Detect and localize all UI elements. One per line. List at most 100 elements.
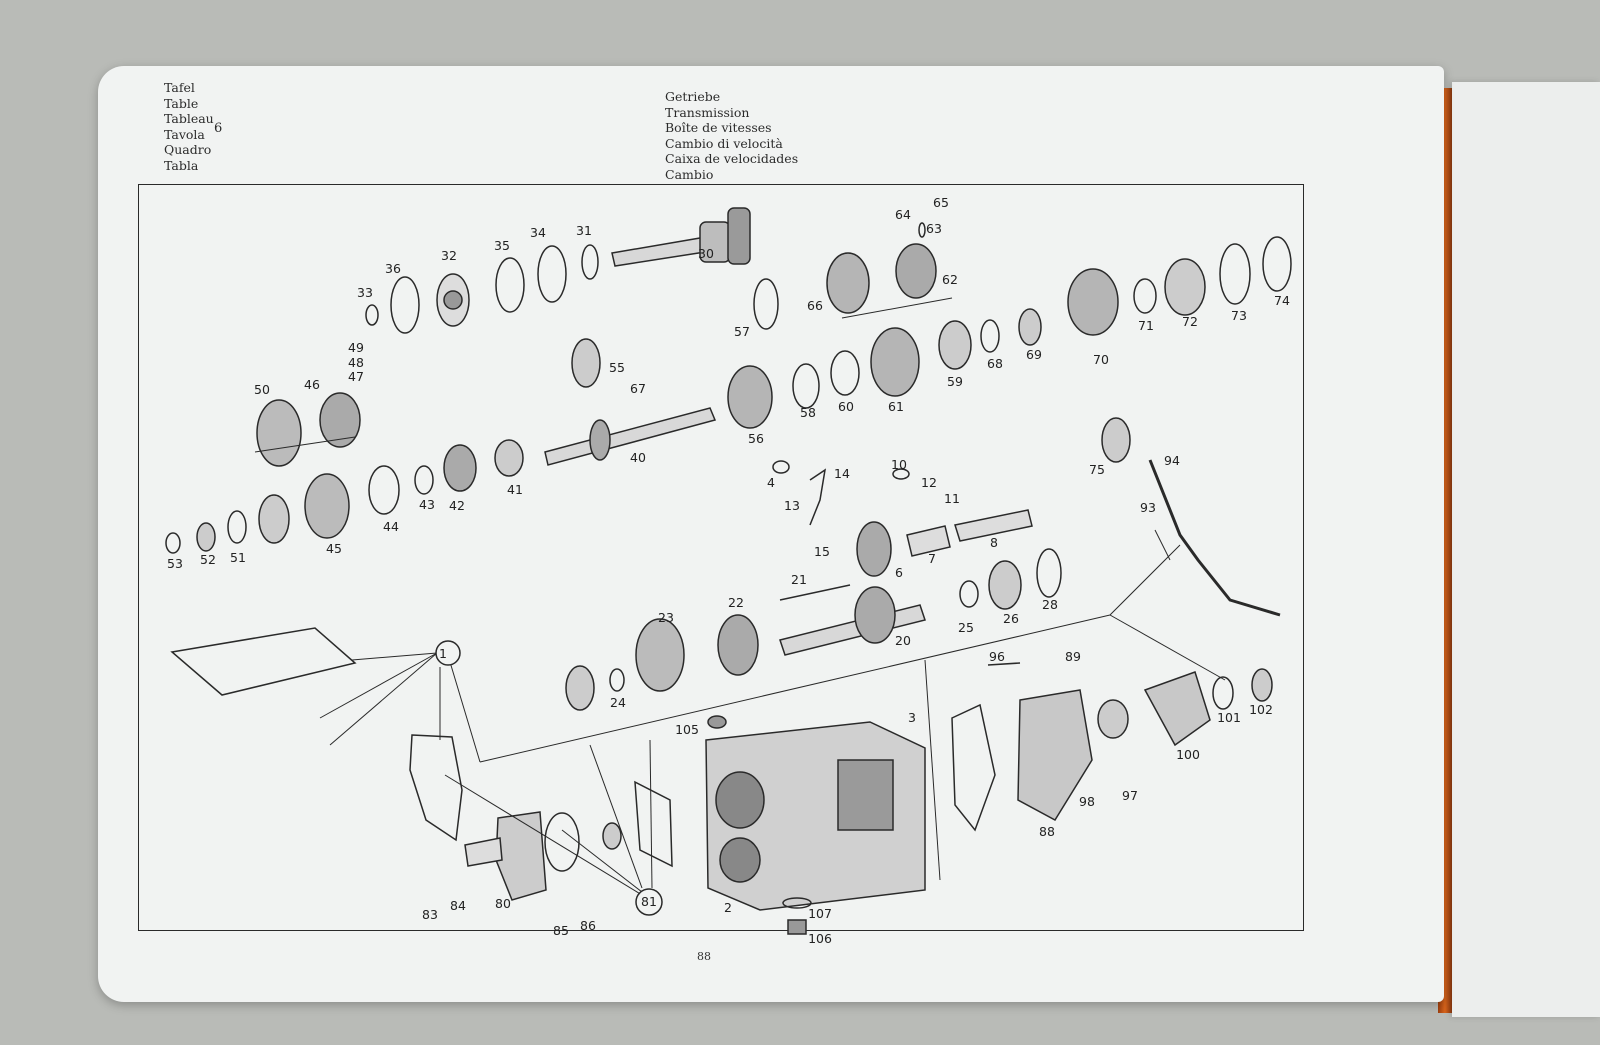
part-number-label: 35 [494, 238, 510, 253]
page-heading: Getriebe Transmission Boîte de vitesses … [665, 89, 798, 182]
part-number-label: 81 [641, 894, 657, 909]
part-number-label: 6 [895, 565, 903, 580]
part-number-label: 86 [580, 918, 596, 933]
part-number-label: 62 [942, 272, 958, 287]
countershaft-part [565, 548, 1062, 711]
part-number-label: 55 [609, 360, 625, 375]
main-shaft-part [611, 207, 751, 267]
part-number-label: 11 [944, 491, 960, 506]
part-number-label: 7 [928, 551, 936, 566]
part-number-label: 47 [348, 369, 364, 384]
part-number-label: 64 [895, 207, 911, 222]
part-number-label: 63 [926, 221, 942, 236]
plate-label-fr: Tableau [164, 111, 214, 126]
reverse-gear-parts [772, 460, 1033, 577]
part-number-label: 66 [807, 298, 823, 313]
part-number-label: 71 [1138, 318, 1154, 333]
part-number-label: 21 [791, 572, 807, 587]
part-number-label: 43 [419, 497, 435, 512]
part-number-label: 13 [784, 498, 800, 513]
part-number-label: 12 [921, 475, 937, 490]
gearbox-housing-part [705, 715, 926, 935]
part-number-label: 28 [1042, 597, 1058, 612]
part-number-label: 75 [1089, 462, 1105, 477]
heading-de: Getriebe [665, 89, 721, 104]
part-number-label: 25 [958, 620, 974, 635]
part-number-label: 105 [675, 722, 699, 737]
part-number-label: 65 [933, 195, 949, 210]
part-number-label: 68 [987, 356, 1003, 371]
plate-label-de: Tafel [164, 80, 195, 95]
part-number-label: 24 [610, 695, 626, 710]
part-number-label: 51 [230, 550, 246, 565]
plate-label-en: Table [164, 95, 199, 111]
heading-es: Cambio [665, 166, 714, 182]
part-number-label: 98 [1079, 794, 1095, 809]
part-number-label: 85 [553, 923, 569, 938]
part-number-label: 4 [767, 475, 775, 490]
part-number-label: 88 [1039, 824, 1055, 839]
callout-circle-1 [435, 640, 461, 666]
part-number-label: 50 [254, 382, 270, 397]
part-number-label: 107 [808, 906, 832, 921]
part-number-label: 72 [1182, 314, 1198, 329]
part-number-label: 44 [383, 519, 399, 534]
part-number-label: 2 [724, 900, 732, 915]
synchro-assembly-left [165, 338, 601, 554]
part-number-label: 41 [507, 482, 523, 497]
part-number-label: 83 [422, 907, 438, 922]
part-number-label: 56 [748, 431, 764, 446]
diagram-frame [138, 184, 1304, 931]
part-number-label: 73 [1231, 308, 1247, 323]
rear-housing-part [951, 417, 1281, 832]
callout-circle-81 [635, 888, 663, 916]
heading-en: Transmission [665, 104, 750, 120]
part-number-label: 60 [838, 399, 854, 414]
part-number-label: 94 [1164, 453, 1180, 468]
part-number-label: 70 [1093, 352, 1109, 367]
part-number-label: 58 [800, 405, 816, 420]
part-number-label: 10 [891, 457, 907, 472]
part-number-label: 59 [947, 374, 963, 389]
part-number-label: 89 [1065, 649, 1081, 664]
heading-pt: Caixa de velocidades [665, 151, 799, 166]
part-number-label: 100 [1176, 747, 1200, 762]
page-number: 88 [697, 950, 711, 963]
part-number-label: 34 [530, 225, 546, 240]
plate-label-pt: Quadro [164, 142, 212, 157]
facing-page [1452, 82, 1600, 1017]
gasket-cover-part [170, 627, 673, 901]
part-number-label: 49 [348, 340, 364, 355]
part-number-label: 101 [1217, 710, 1241, 725]
heading-it: Cambio di velocità [665, 135, 783, 151]
part-number-label: 8 [990, 535, 998, 550]
plate-number: 6 [214, 121, 223, 136]
plate-label-it: Tavola [164, 126, 205, 142]
part-number-label: 48 [348, 355, 364, 370]
part-number-label: 42 [449, 498, 465, 513]
plate-label-es: Tabla [164, 157, 199, 173]
part-number-label: 69 [1026, 347, 1042, 362]
part-number-label: 26 [1003, 611, 1019, 626]
part-number-label: 40 [630, 450, 646, 465]
intermediate-shaft-part [544, 407, 717, 466]
part-number-label: 31 [576, 223, 592, 238]
part-number-label: 67 [630, 381, 646, 396]
part-number-label: 23 [658, 610, 674, 625]
part-number-label: 30 [698, 246, 714, 261]
part-number-label: 1 [439, 646, 447, 661]
part-number-label: 74 [1274, 293, 1290, 308]
part-number-label: 33 [357, 285, 373, 300]
part-number-label: 36 [385, 261, 401, 276]
part-number-label: 53 [167, 556, 183, 571]
part-number-label: 80 [495, 896, 511, 911]
callout-leader-lines [254, 297, 1226, 896]
part-number-label: 93 [1140, 500, 1156, 515]
part-number-label: 96 [989, 649, 1005, 664]
part-number-label: 14 [834, 466, 850, 481]
heading-fr: Boîte de vitesses [665, 120, 772, 135]
plate-label-block: Tafel Table Tableau Tavola Quadro Tabla [164, 80, 214, 173]
part-number-label: 3 [908, 710, 916, 725]
part-number-label: 102 [1249, 702, 1273, 717]
